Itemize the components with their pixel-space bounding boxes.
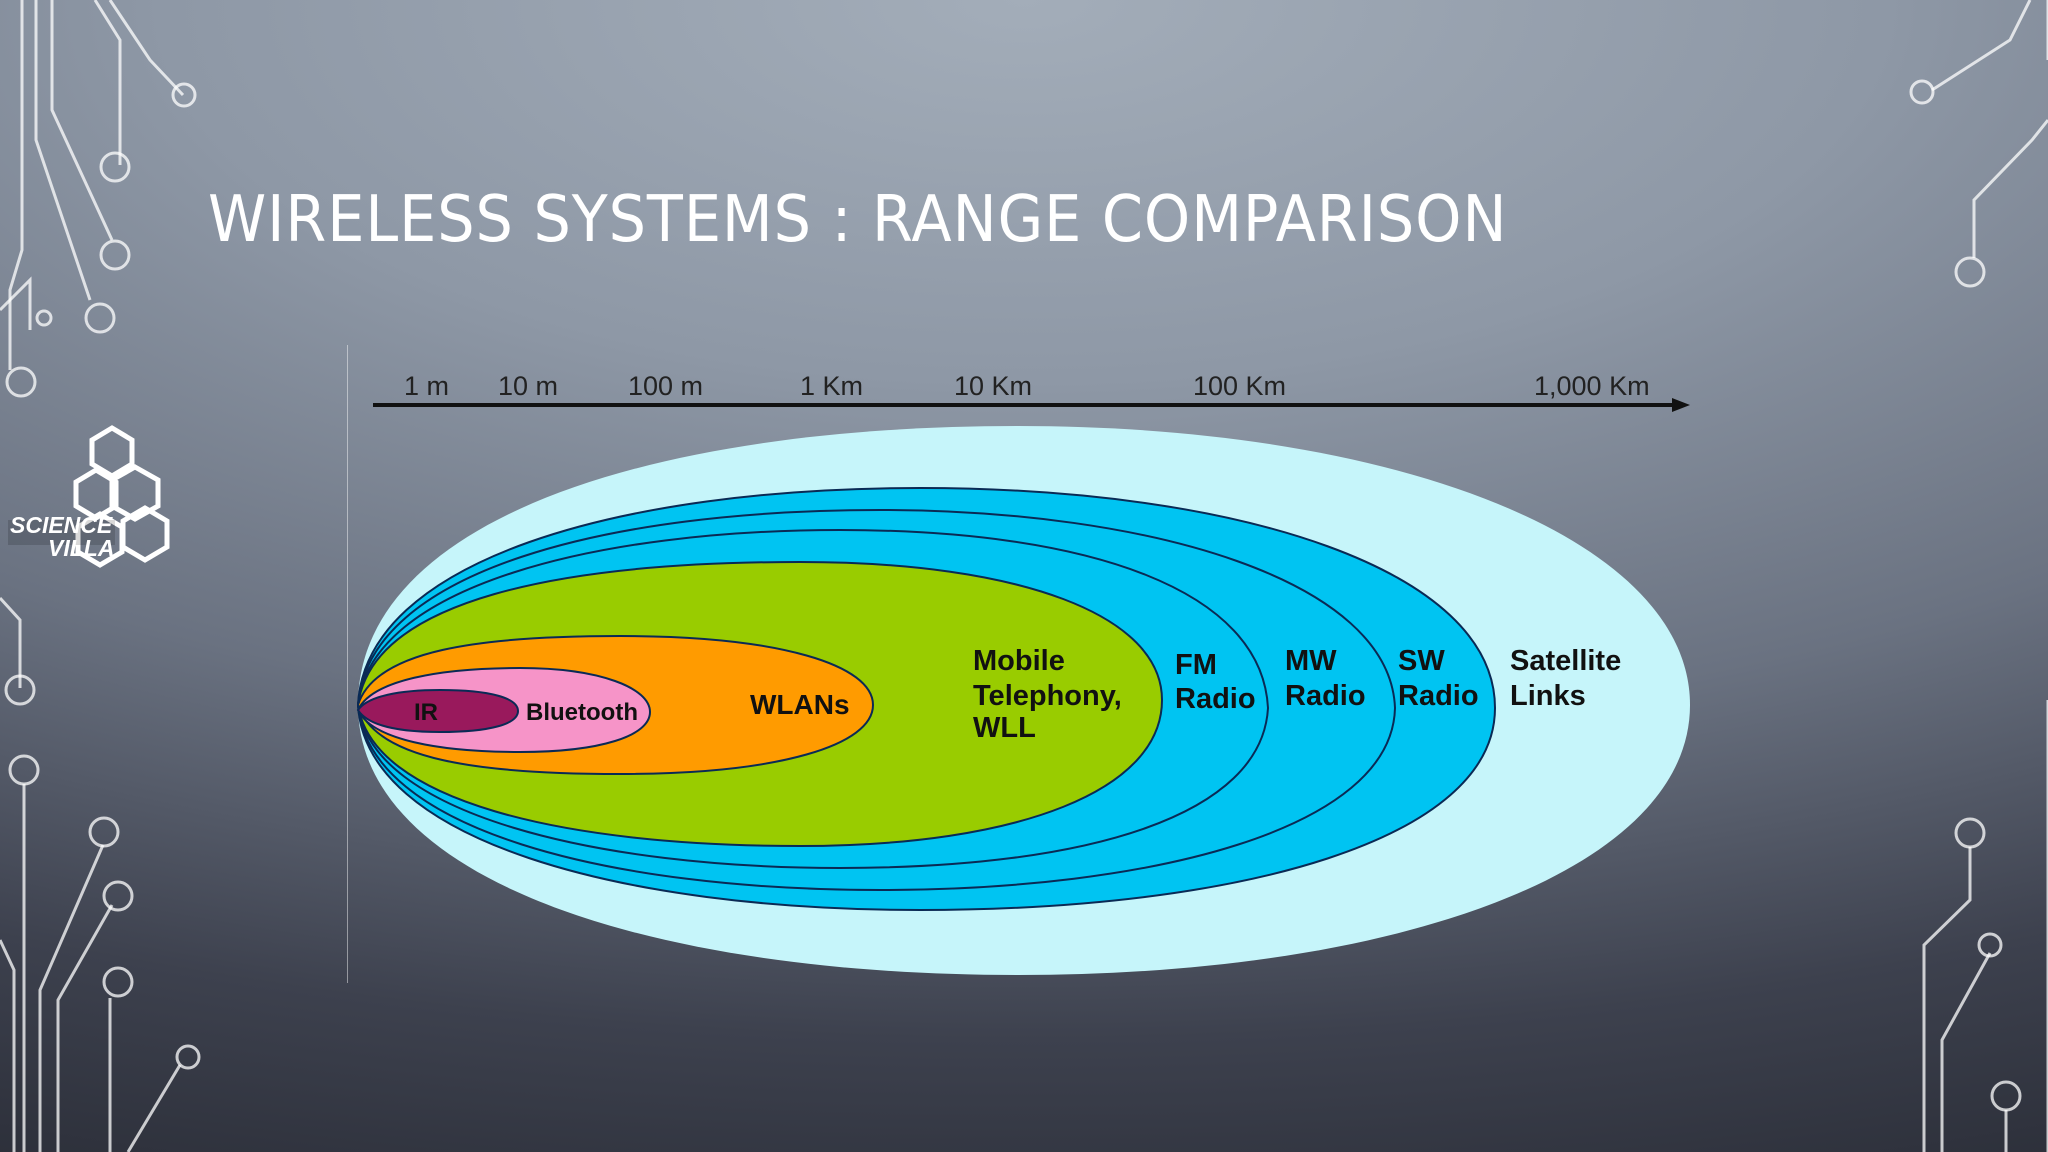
range-labels: IR Bluetooth WLANs Mobile Telephony, WLL… (414, 645, 1621, 744)
scale-tick: 1,000 Km (1534, 371, 1650, 401)
range-ellipses (356, 426, 1690, 975)
slide-title: Wireless Systems : Range Comparison (208, 183, 1508, 257)
fm-label: Radio (1175, 683, 1256, 715)
ir-region (356, 688, 520, 734)
scale-tick: 10 Km (954, 371, 1032, 401)
mw-label: MW (1285, 645, 1337, 677)
svg-text:VILLA: VILLA (48, 535, 114, 561)
scale-tick: 1 Km (800, 371, 863, 401)
satellite-label: Links (1510, 680, 1586, 712)
mobile-label: Mobile (973, 645, 1065, 677)
scale-tick: 100 Km (1193, 371, 1286, 401)
mobile-label: WLL (973, 712, 1036, 744)
range-scale: 1 m 10 m 100 m 1 Km 10 Km 100 Km 1,000 K… (373, 371, 1690, 412)
mobile-label: Telephony, (973, 680, 1122, 712)
divider-line (347, 345, 348, 983)
mw-label: Radio (1285, 680, 1366, 712)
wlans-label: WLANs (750, 689, 850, 720)
satellite-label: Satellite (1510, 645, 1621, 677)
svg-text:SCIENCE: SCIENCE (10, 512, 113, 538)
mw-radio-region (356, 508, 1397, 892)
sw-label: Radio (1398, 680, 1479, 712)
fm-label: FM (1175, 649, 1217, 681)
bluetooth-label: Bluetooth (526, 699, 638, 726)
sw-label: SW (1398, 645, 1445, 677)
scale-tick: 100 m (628, 371, 703, 401)
fm-radio-region (356, 528, 1270, 870)
scale-tick: 10 m (498, 371, 558, 401)
ir-label: IR (414, 699, 438, 726)
scale-tick: 1 m (404, 371, 449, 401)
